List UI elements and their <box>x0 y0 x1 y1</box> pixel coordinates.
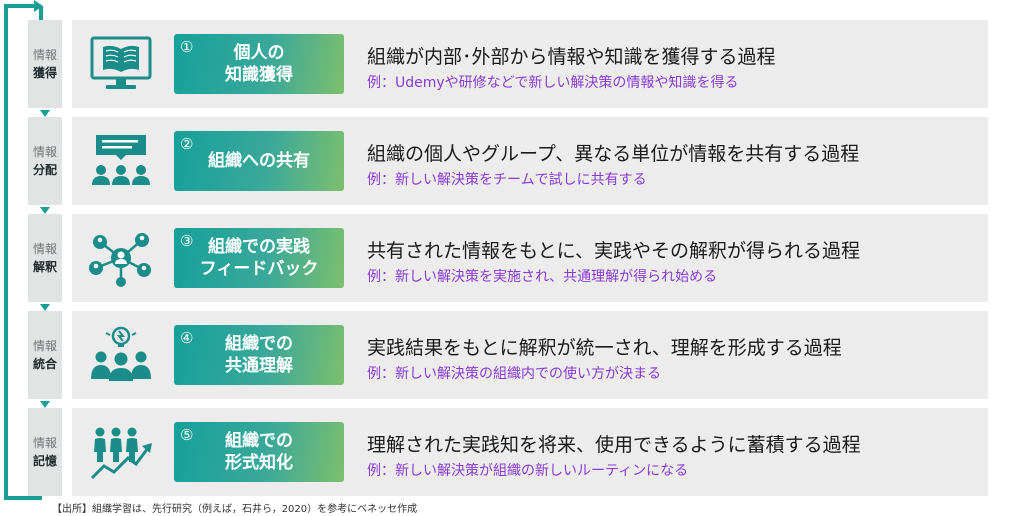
step-card-5: ⑤ 組織での 形式知化 理解された実践知を将来、使用できるように蓄積する過程 例… <box>72 408 988 496</box>
network-people-icon <box>86 228 156 288</box>
step-label-text: 組織への共有 <box>208 151 310 171</box>
step-example: 例：Udemyや研修などで新しい解決策の情報や知識を得る <box>367 75 739 91</box>
step-number: ③ <box>180 232 194 250</box>
step-label-text: 組織での 共通理解 <box>225 334 293 376</box>
stage-bottom-text: 記憶 <box>32 454 57 468</box>
step-label-box-5: ⑤ 組織での 形式知化 <box>174 422 344 482</box>
stage-top-text: 情報 <box>32 436 57 450</box>
stage-label-4: 情報 統合 <box>28 311 62 399</box>
step-label-box-1: ① 個人の 知識獲得 <box>174 34 344 94</box>
down-arrow-icon <box>40 207 50 214</box>
loop-line-bottom <box>4 496 42 500</box>
stage-label-5: 情報 記憶 <box>28 408 62 496</box>
book-monitor-icon <box>86 34 156 94</box>
step-number: ④ <box>180 329 194 347</box>
stage-label-1: 情報 獲得 <box>28 20 62 108</box>
stage-top-text: 情報 <box>32 145 57 159</box>
step-description: 理解された実践知を将来、使用できるように蓄積する過程 <box>367 434 861 456</box>
step-label-box-4: ④ 組織での 共通理解 <box>174 325 344 385</box>
step-label-box-3: ③ 組織での実践 フィードバック <box>174 228 344 288</box>
down-arrow-icon <box>40 110 50 117</box>
loop-line-entry <box>39 6 43 20</box>
step-description: 組織の個人やグループ、異なる単位が情報を共有する過程 <box>367 143 860 165</box>
stage-label-3: 情報 解釈 <box>28 214 62 302</box>
stage-label-2: 情報 分配 <box>28 117 62 205</box>
stage-bottom-text: 統合 <box>32 357 57 371</box>
step-card-1: ① 個人の 知識獲得 組織が内部･外部から情報や知識を獲得する過程 例：Udem… <box>72 20 988 108</box>
stage-bottom-text: 分配 <box>32 163 57 177</box>
step-row-5: 情報 記憶 ⑤ 組織での 形式知化 理解された実践知を将来、使用できるように蓄積… <box>28 408 988 496</box>
step-row-3: 情報 解釈 <box>28 214 988 302</box>
loop-line-top <box>8 4 38 8</box>
step-example: 例：新しい解決策をチームで試しに共有する <box>367 172 647 188</box>
stage-top-text: 情報 <box>32 339 57 353</box>
loop-line-left <box>4 4 8 500</box>
step-number: ⑤ <box>180 426 194 444</box>
step-number: ② <box>180 135 194 153</box>
step-row-4: 情報 統合 ④ 組織での 共通理解 実践結果をもとに解釈が統一され、理解を形成す… <box>28 311 988 399</box>
step-example: 例：新しい解決策を実施され、共通理解が得られ始める <box>367 269 718 285</box>
step-card-4: ④ 組織での 共通理解 実践結果をもとに解釈が統一され、理解を形成する過程 例：… <box>72 311 988 399</box>
step-card-2: ② 組織への共有 組織の個人やグループ、異なる単位が情報を共有する過程 例：新し… <box>72 117 988 205</box>
step-label-text: 組織での 形式知化 <box>225 431 293 473</box>
step-label-text: 個人の 知識獲得 <box>225 43 293 85</box>
growth-team-icon <box>86 422 156 482</box>
step-example: 例：新しい解決策が組織の新しいルーティンになる <box>367 463 689 479</box>
step-card-3: ③ 組織での実践 フィードバック 共有された情報をもとに、実践やその解釈が得られ… <box>72 214 988 302</box>
stage-top-text: 情報 <box>32 48 57 62</box>
step-description: 実践結果をもとに解釈が統一され、理解を形成する過程 <box>367 337 842 359</box>
team-idea-icon <box>86 325 156 385</box>
group-presentation-icon <box>86 131 156 191</box>
stage-top-text: 情報 <box>32 242 57 256</box>
step-row-2: 情報 分配 ② 組織への共有 組織の個人やグループ、異なる単位が情報を共有する過… <box>28 117 988 205</box>
stage-bottom-text: 獲得 <box>32 66 57 80</box>
step-description: 組織が内部･外部から情報や知識を獲得する過程 <box>367 46 776 68</box>
loop-arrowhead-icon <box>34 0 43 12</box>
down-arrow-icon <box>40 401 50 408</box>
down-arrow-icon <box>40 304 50 311</box>
step-row-1: 情報 獲得 ① 個人の 知識獲得 組織が内部･外部から情報や知識を獲得する過程 … <box>28 20 988 108</box>
step-example: 例：新しい解決策の組織内での使い方が決まる <box>367 366 661 382</box>
step-description: 共有された情報をもとに、実践やその解釈が得られる過程 <box>367 240 861 262</box>
step-label-box-2: ② 組織への共有 <box>174 131 344 191</box>
step-label-text: 組織での実践 フィードバック <box>199 237 319 279</box>
step-number: ① <box>180 38 194 56</box>
source-note: 【出所】組織学習は、先行研究（例えば，石井ら，2020）を参考にベネッセ作成 <box>52 504 418 515</box>
stage-bottom-text: 解釈 <box>32 260 57 274</box>
